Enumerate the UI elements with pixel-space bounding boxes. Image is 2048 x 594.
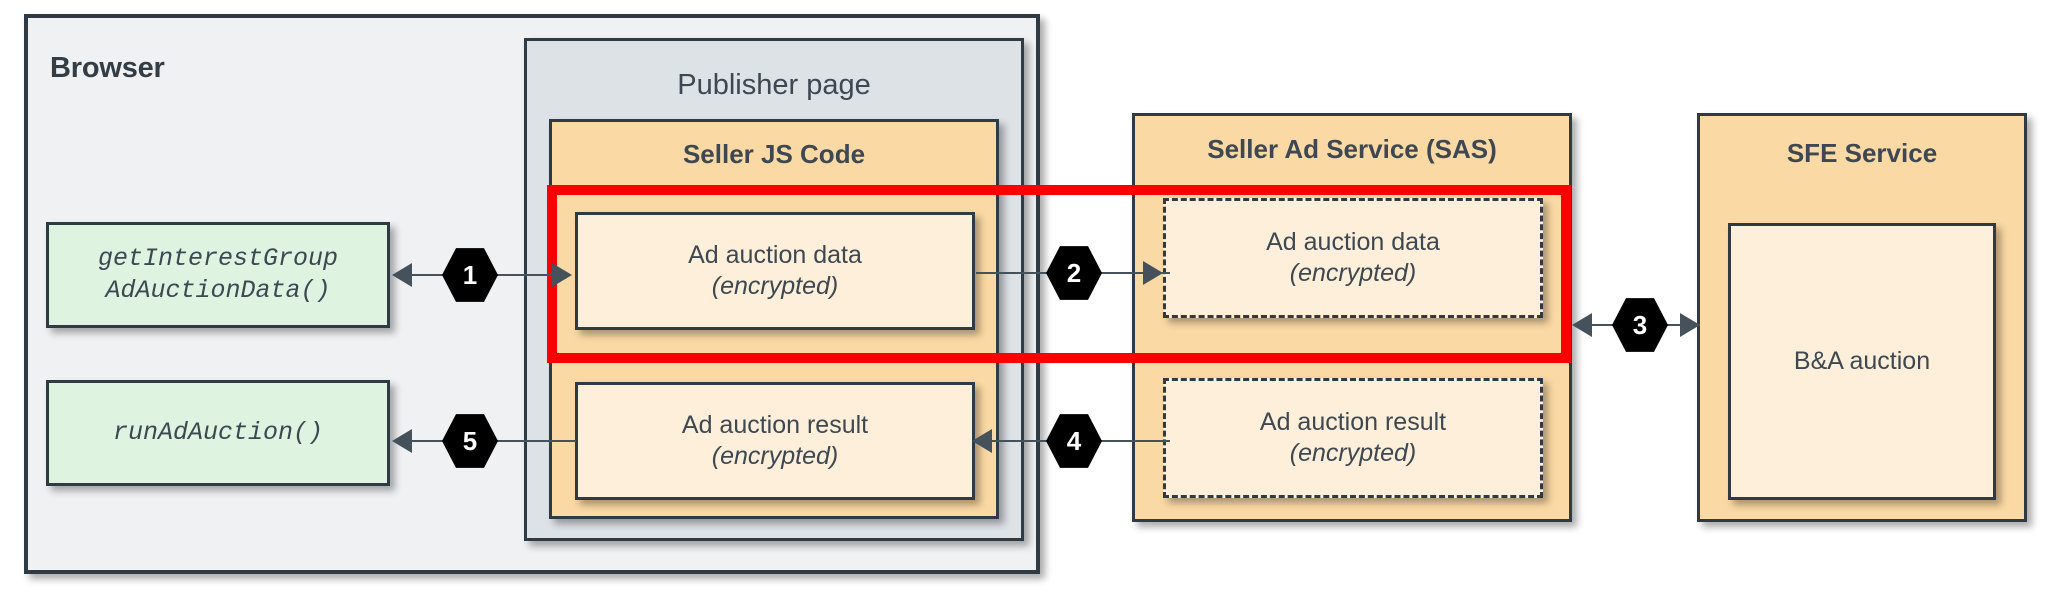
card-title: Ad auction data [688, 240, 862, 269]
connector-step-1-arrowhead-right [552, 263, 572, 287]
card-subtitle: (encrypted) [1289, 439, 1417, 467]
sfe-service-label: SFE Service [1786, 138, 1938, 168]
connector-step-1-arrowhead-left [392, 263, 412, 287]
connector-step-5-arrowhead-left [392, 429, 412, 453]
api-box-run-ad-auction: runAdAuction() [46, 380, 390, 486]
api-box-get-interest-group-ad-auction-data: getInterestGroup AdAuctionData() [46, 222, 390, 328]
card-subtitle: (encrypted) [711, 272, 839, 300]
card-subtitle: (encrypted) [711, 442, 839, 470]
card-sas-ad-auction-data: Ad auction data (encrypted) [1163, 198, 1543, 318]
connector-step-3-arrowhead-left [1572, 313, 1592, 337]
publisher-page-label: Publisher page [677, 69, 871, 101]
card-seller-js-ad-auction-data: Ad auction data (encrypted) [575, 212, 975, 330]
card-seller-js-ad-auction-result: Ad auction result (encrypted) [575, 382, 975, 500]
step-badge-2: 2 [1046, 246, 1102, 300]
card-sas-ad-auction-result: Ad auction result (encrypted) [1163, 378, 1543, 498]
card-sfe-ba-auction: B&A auction [1728, 223, 1996, 500]
card-title: Ad auction result [1259, 407, 1447, 436]
step-badge-5: 5 [442, 414, 498, 468]
step-badge-1: 1 [442, 248, 498, 302]
card-title: B&A auction [1793, 346, 1931, 375]
connector-step-3-arrowhead-right [1680, 313, 1700, 337]
step-badge-4: 4 [1046, 414, 1102, 468]
browser-label: Browser [50, 52, 165, 84]
card-subtitle: (encrypted) [1289, 259, 1417, 287]
connector-step-4-arrowhead-left [972, 429, 992, 453]
card-title: Ad auction result [681, 410, 869, 439]
seller-js-code-label: Seller JS Code [682, 139, 866, 169]
seller-ad-service-label: Seller Ad Service (SAS) [1207, 134, 1497, 164]
step-badge-3: 3 [1612, 298, 1668, 352]
connector-step-2-arrowhead-right [1143, 261, 1163, 285]
card-title: Ad auction data [1266, 227, 1440, 256]
